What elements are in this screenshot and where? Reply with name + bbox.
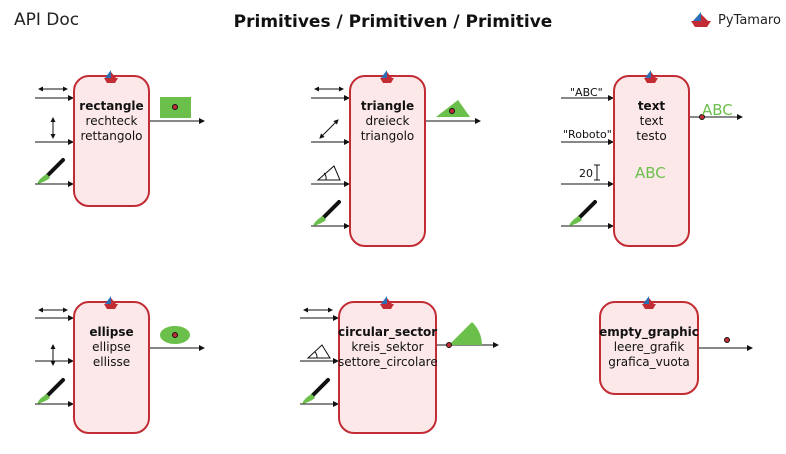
page-title: Primitives / Primitiven / Primitive (233, 12, 553, 32)
ellipse-box[interactable] (73, 301, 150, 434)
triangle-label: triangle dreieck triangolo (349, 99, 426, 144)
color-brush-icon (35, 378, 65, 406)
text-node (561, 95, 743, 229)
empty-graphic-box[interactable] (599, 301, 699, 395)
name-de: rechteck (85, 114, 138, 128)
text-label: text text testo (613, 99, 690, 144)
empty-graphic-node (699, 337, 753, 351)
text-arg-content: "ABC" (570, 86, 603, 99)
name-de: leere_grafik (613, 340, 685, 354)
color-brush-icon (35, 158, 65, 186)
pytamaro-boat-icon (691, 12, 711, 27)
name-de: dreieck (365, 114, 410, 128)
name-it: settore_circolare (338, 355, 438, 369)
text-sample: ABC (635, 164, 666, 182)
name-en: text (637, 99, 666, 113)
rectangle-box[interactable] (73, 75, 150, 207)
angle-icon (306, 344, 331, 359)
color-brush-icon (567, 200, 597, 228)
name-it: triangolo (360, 129, 415, 143)
name-de: ellipse (92, 340, 131, 354)
name-de: kreis_sektor (351, 340, 424, 354)
name-it: grafica_vuota (608, 355, 690, 369)
side-b-arrow-icon (319, 119, 339, 139)
api-doc-label: API Doc (14, 10, 80, 30)
text-arg-size: 20 (579, 167, 593, 180)
text-output: ABC (702, 101, 733, 119)
logo-text: PyTamaro (718, 12, 781, 28)
name-en: empty_graphic (599, 325, 699, 339)
pytamaro-logo: PyTamaro (688, 11, 781, 29)
empty-graphic-label: empty_graphic leere_grafik grafica_vuota (599, 325, 699, 370)
name-it: ellisse (92, 355, 131, 369)
name-en: circular_sector (338, 325, 438, 339)
name-it: testo (636, 129, 667, 143)
text-arg-font: "Roboto" (563, 128, 612, 141)
ellipse-label: ellipse ellipse ellisse (73, 325, 150, 370)
angle-icon (316, 165, 341, 181)
font-size-cursor-icon (594, 164, 600, 181)
name-en: triangle (360, 99, 415, 113)
color-brush-icon (311, 200, 341, 228)
color-brush-icon (300, 378, 330, 406)
name-it: rettangolo (80, 129, 143, 143)
circular-sector-output-icon (449, 322, 482, 345)
name-en: rectangle (79, 99, 144, 113)
name-en: ellipse (89, 325, 134, 339)
rectangle-label: rectangle rechteck rettangolo (73, 99, 150, 144)
text-box[interactable] (613, 75, 690, 247)
name-de: text (639, 114, 664, 128)
circular-sector-box[interactable] (338, 301, 437, 434)
circular-sector-label: circular_sector kreis_sektor settore_cir… (338, 325, 438, 370)
